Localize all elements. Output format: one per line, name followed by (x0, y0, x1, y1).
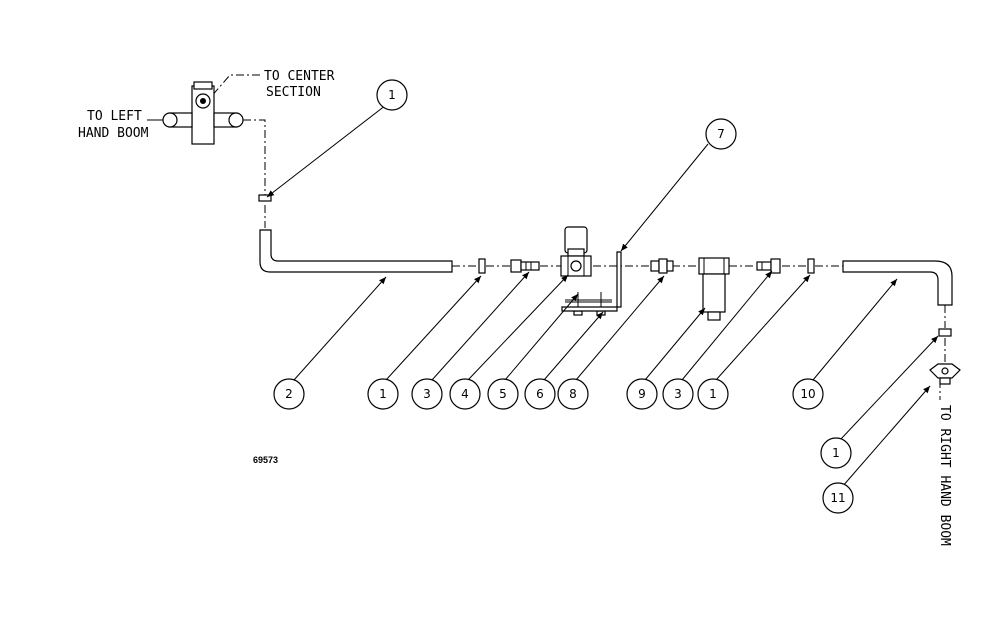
callout-1-b: 1 (697, 378, 729, 410)
callout-8-number: 8 (569, 387, 577, 401)
leader-lines (266, 104, 939, 488)
callout-11-number: 11 (830, 491, 845, 505)
callout-3-b-number: 3 (674, 387, 682, 401)
callout-7-number: 7 (717, 127, 725, 141)
to-center-label-line1: TO CENTER (264, 69, 335, 84)
callout-6-number: 6 (536, 387, 544, 401)
clamp-top-left (258, 194, 272, 202)
callout-1-top: 1 (376, 79, 408, 111)
callout-4: 4 (449, 378, 481, 410)
clamp-a (478, 258, 486, 274)
callouts: 1 2 1 3 4 5 6 8 9 3 1 10 7 1 11 (273, 79, 854, 514)
callout-11: 11 (822, 482, 854, 514)
callout-5-number: 5 (499, 387, 507, 401)
callout-3-b: 3 (662, 378, 694, 410)
tee-fitting (162, 81, 244, 145)
callout-1-a: 1 (367, 378, 399, 410)
to-center-label-line2: SECTION (266, 85, 321, 100)
callout-8: 8 (557, 378, 589, 410)
to-left-label-line2: HAND BOOM (78, 126, 149, 141)
hose-left (259, 229, 453, 273)
tee-right-port (228, 112, 244, 128)
callout-1-c: 1 (820, 437, 852, 469)
callout-9-number: 9 (638, 387, 646, 401)
callout-9: 9 (626, 378, 658, 410)
fitting-6-bracket (561, 251, 622, 312)
tee-cap (193, 81, 213, 90)
text-labels: TO CENTER SECTION TO LEFT HAND BOOM TO R… (78, 69, 952, 546)
callout-6: 6 (524, 378, 556, 410)
clamp-b (807, 258, 815, 274)
fitting-3-left (510, 259, 540, 273)
fitting-11-nozzle (929, 363, 961, 385)
hose-clamps (258, 194, 952, 337)
tee-left-port (162, 112, 178, 128)
callout-1-a-number: 1 (379, 387, 387, 401)
fitting-3-right (756, 258, 781, 274)
callout-1-b-number: 1 (709, 387, 717, 401)
hose-right (842, 260, 953, 306)
fitting-4-valve (560, 226, 592, 277)
callout-5: 5 (487, 378, 519, 410)
callout-10-number: 10 (800, 387, 815, 401)
callout-7: 7 (705, 118, 737, 150)
figure-number: 69573 (253, 455, 278, 465)
center-lines (243, 119, 946, 362)
callout-4-number: 4 (461, 387, 469, 401)
to-center-leader (209, 74, 260, 99)
callout-1-c-number: 1 (832, 446, 840, 460)
to-right-label: TO RIGHT HAND BOOM (937, 405, 952, 546)
fittings (510, 226, 961, 385)
clamp-right (938, 328, 952, 337)
callout-2-number: 2 (285, 387, 293, 401)
callout-2: 2 (273, 378, 305, 410)
fitting-8 (650, 258, 674, 274)
callout-1-top-number: 1 (388, 88, 396, 102)
hoses (259, 229, 953, 306)
to-left-label-line1: TO LEFT (87, 109, 142, 124)
fitting-9-strainer (698, 257, 730, 321)
callout-3-a: 3 (411, 378, 443, 410)
callout-10: 10 (792, 378, 824, 410)
callout-3-a-number: 3 (423, 387, 431, 401)
